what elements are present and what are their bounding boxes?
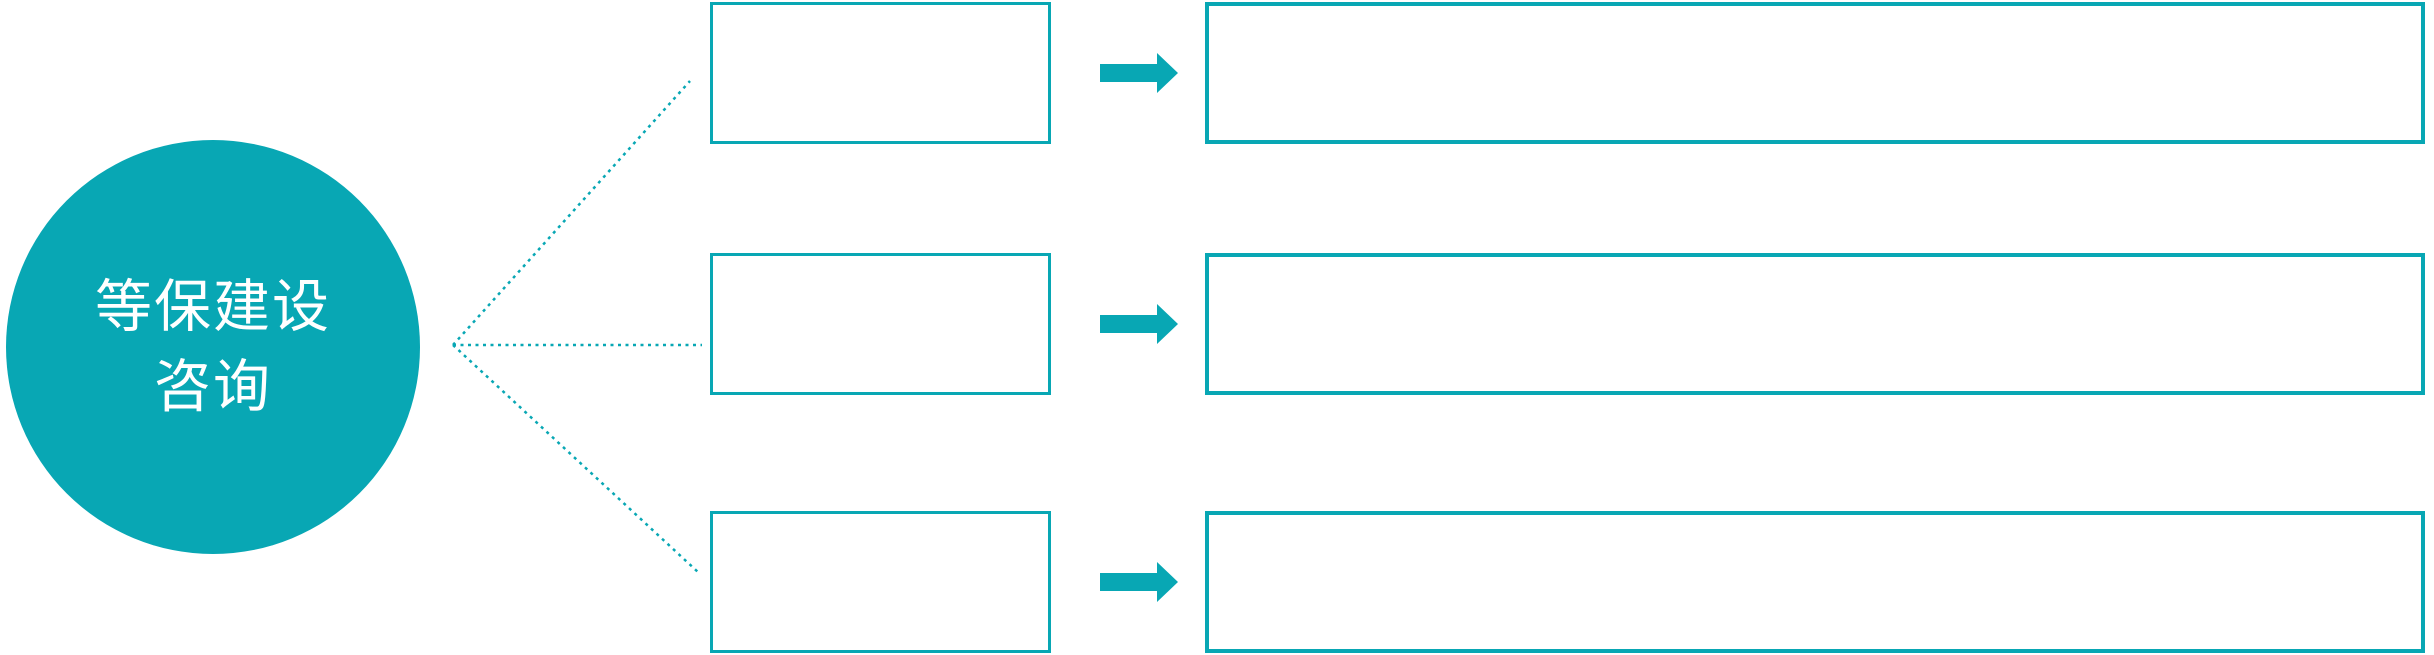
hub-label-line2: 咨询 <box>154 355 272 419</box>
step-box-3 <box>710 511 1051 653</box>
right-arrow-icon <box>1100 53 1178 93</box>
detail-box-1 <box>1205 2 2425 144</box>
right-arrow-shape <box>1100 304 1178 344</box>
right-arrow-icon <box>1100 562 1178 602</box>
right-arrow-icon <box>1100 304 1178 344</box>
step-box-2 <box>710 253 1051 395</box>
hub-label-line1: 等保建设 <box>95 275 331 339</box>
connector-line-top <box>452 80 691 346</box>
detail-box-2 <box>1205 253 2425 395</box>
step-box-1 <box>710 2 1051 144</box>
right-arrow-shape <box>1100 53 1178 93</box>
right-arrow-shape <box>1100 562 1178 602</box>
detail-box-3 <box>1205 511 2425 653</box>
connector-line-bottom <box>452 344 700 574</box>
hub-circle: 等保建设 咨询 <box>6 140 420 554</box>
